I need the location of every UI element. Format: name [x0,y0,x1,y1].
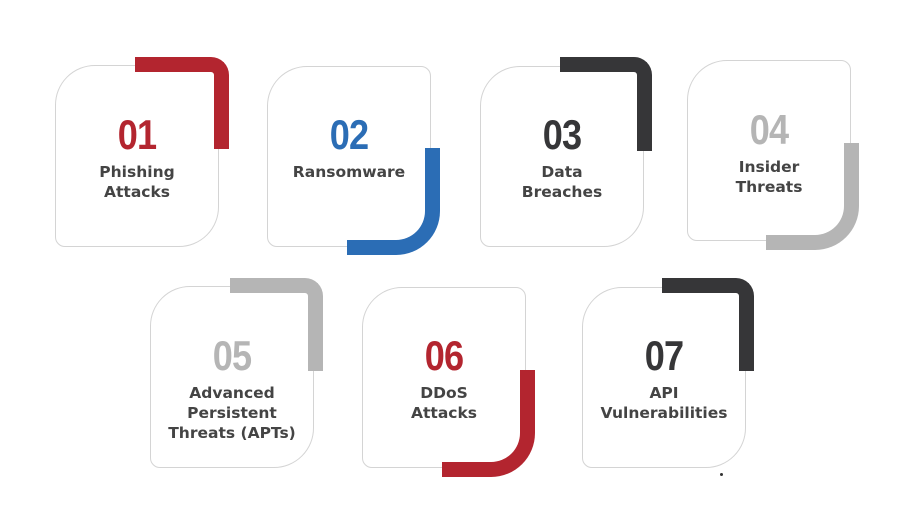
card-api-vulnerabilities: 07 API Vulnerabilities [582,287,746,468]
card-label: API Vulnerabilities [600,384,728,422]
red-corner-bracket [442,370,535,477]
blue-corner-bracket [347,148,440,255]
dark-corner-bracket [662,278,754,371]
gray-corner-bracket [766,143,859,250]
card-label: Advanced Persistent Threats (APTs) [168,384,296,442]
dark-corner-bracket [560,57,652,151]
card-label: Data Breaches [521,163,603,201]
card-phishing-attacks: 01 Phishing Attacks [55,65,219,247]
red-corner-bracket [135,57,229,149]
decorative-dot [720,473,723,476]
gray-corner-bracket [230,278,323,371]
card-label: Phishing Attacks [99,163,175,201]
card-number: 06 [424,332,464,379]
